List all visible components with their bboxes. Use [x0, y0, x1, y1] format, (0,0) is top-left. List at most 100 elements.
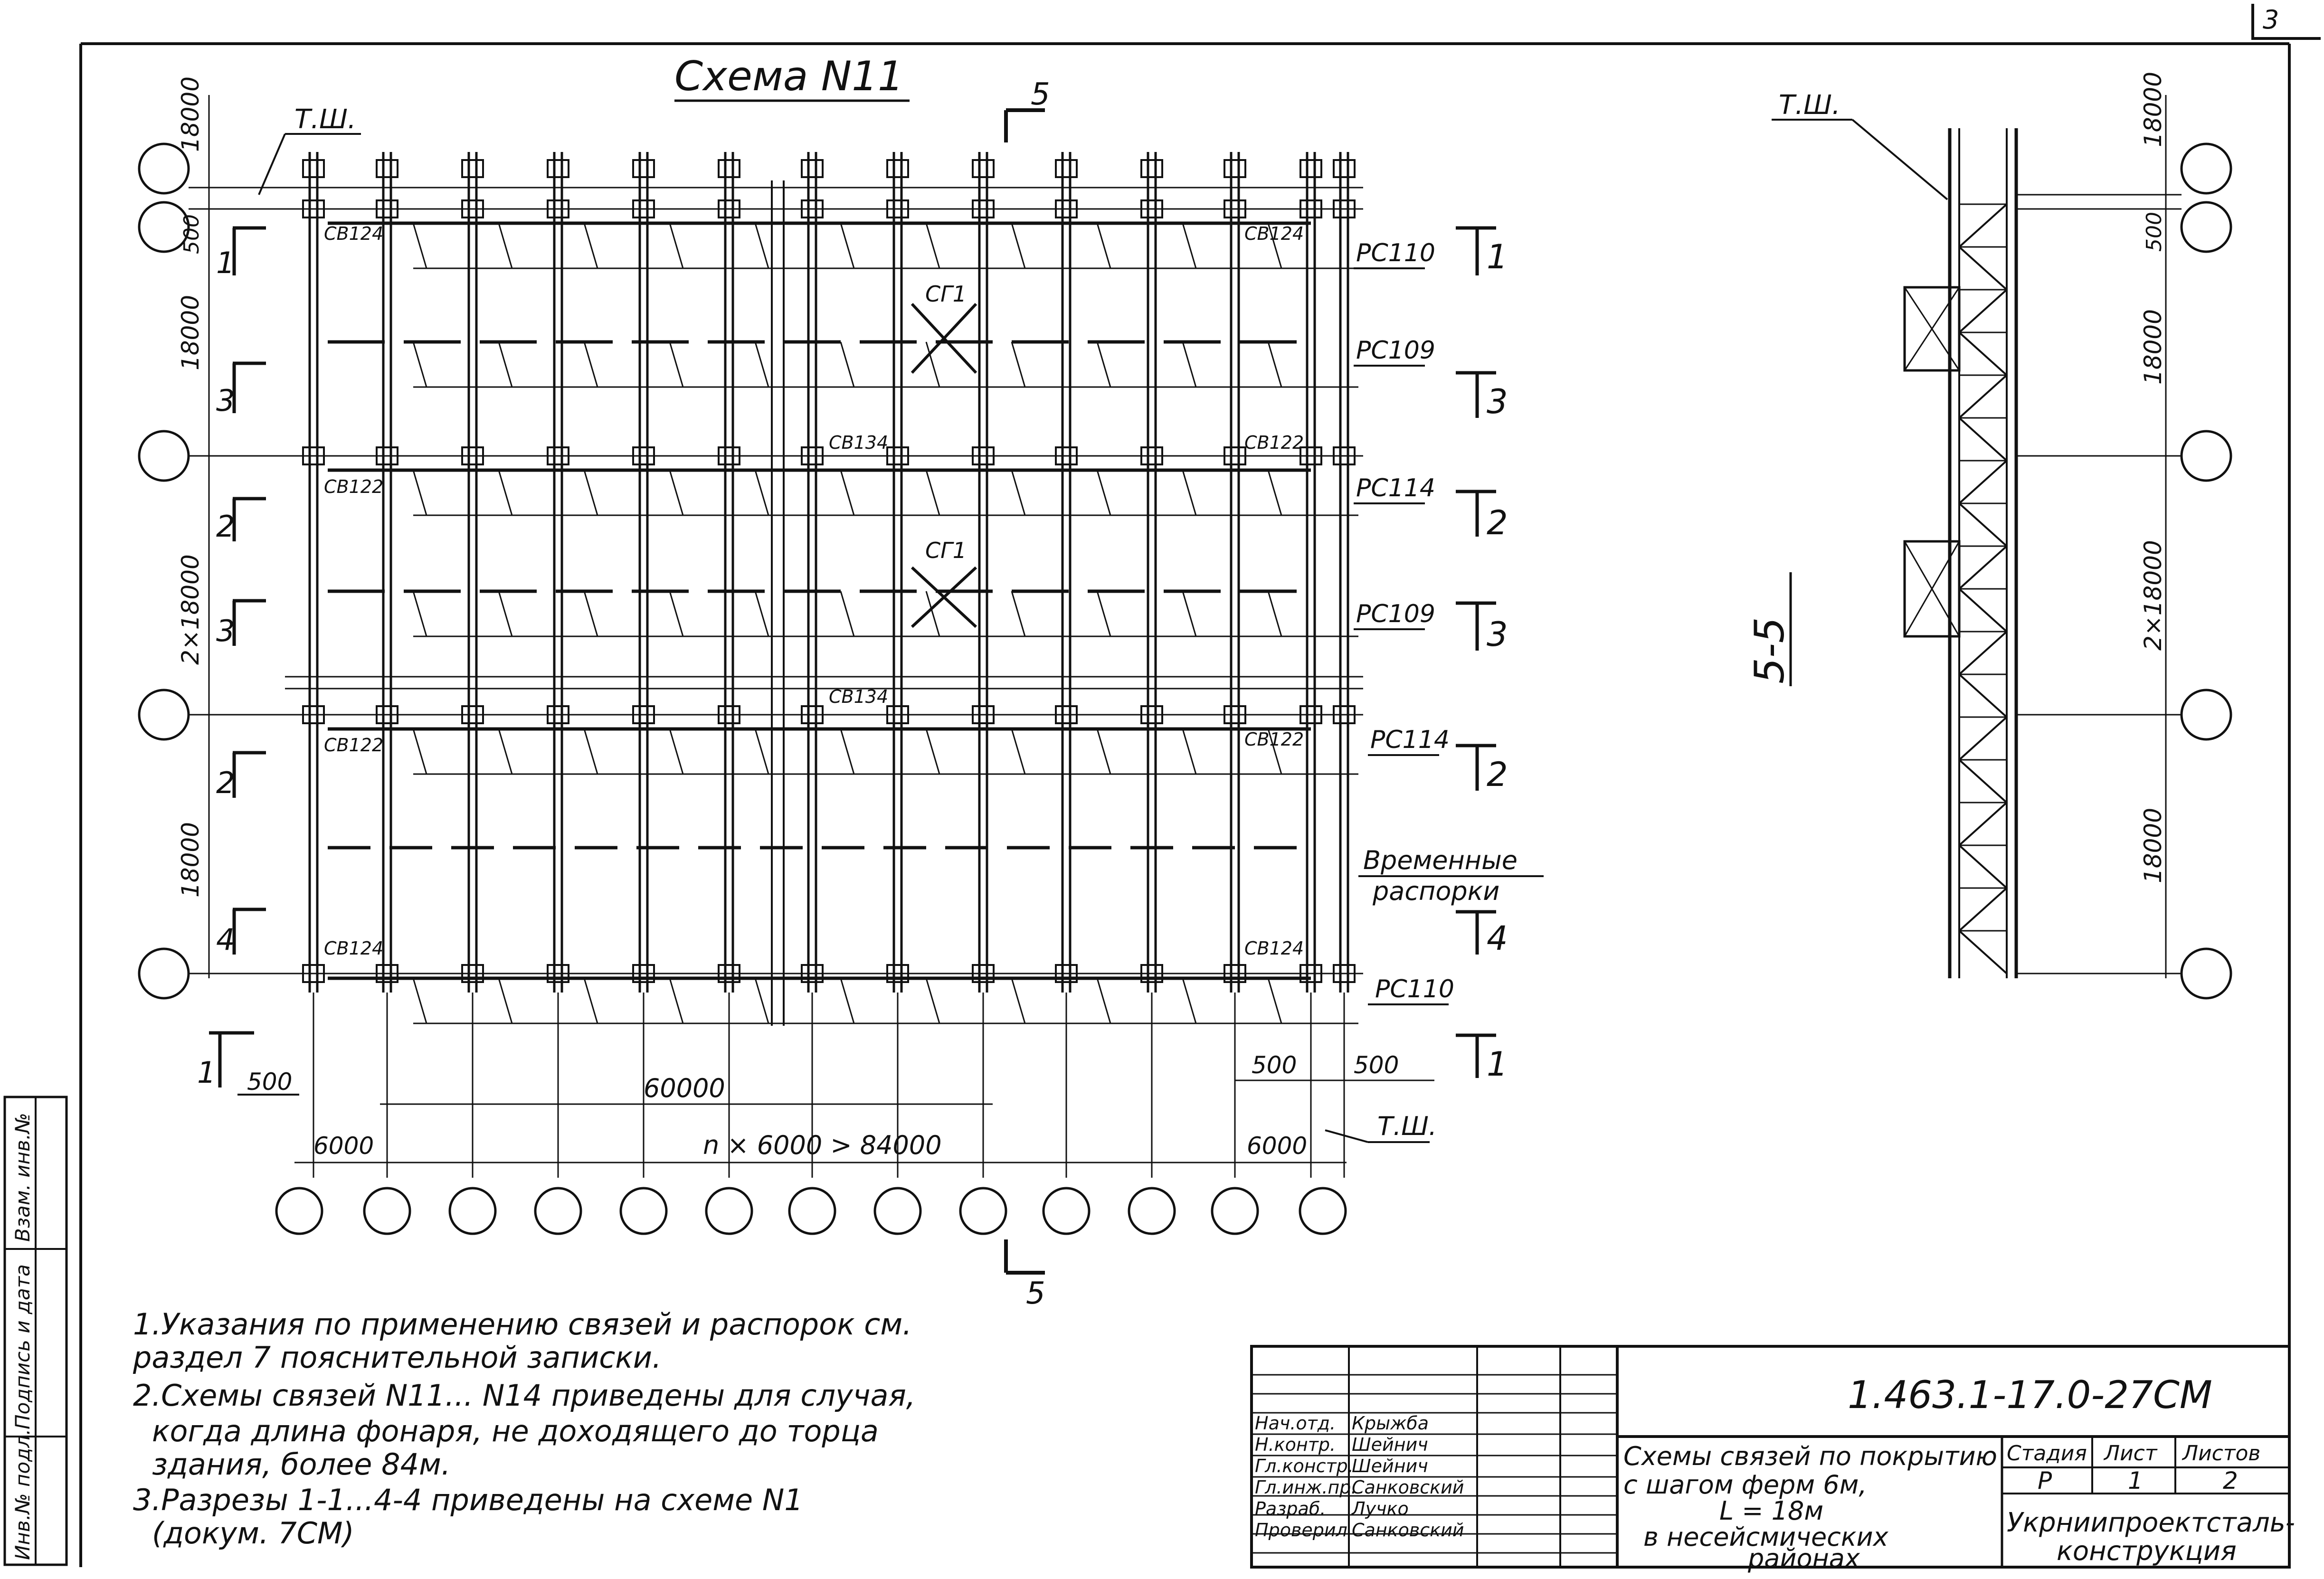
section-marks-right: 1 3 2 3 2 4 1: [1456, 226, 1508, 1084]
cross-brace-1: СГ1: [911, 281, 977, 374]
web-diagonal: [1958, 631, 2008, 675]
description-1: Схемы связей по покрытию: [1623, 1441, 1997, 1471]
section-right-dimensions: 18000 500 18000 2×18000 18000: [2139, 72, 2167, 883]
column-axis-1: [275, 1187, 323, 1235]
sheets-value: 2: [2223, 1467, 2238, 1494]
svg-text:РС110: РС110: [1356, 239, 1435, 267]
truss-8: [886, 152, 909, 1178]
svg-text:2: 2: [1487, 503, 1508, 542]
web-diagonal: [1958, 374, 2008, 419]
role-4: Гл.инж.пр.: [1255, 1477, 1356, 1498]
role-5: Разраб.: [1255, 1498, 1326, 1519]
web-diagonal: [1958, 203, 2008, 248]
web-diagonal: [1958, 545, 2008, 590]
svg-text:3: 3: [216, 383, 235, 418]
role-2: Н.контр.: [1255, 1434, 1336, 1455]
svg-text:5: 5: [1026, 1276, 1045, 1311]
bottom-dimensions: 500 500 500 60000 6000 n × 6000 > 84000 …: [237, 1051, 1437, 1163]
lantern-box-1: [1903, 286, 1961, 372]
svg-text:СВ124: СВ124: [324, 223, 383, 244]
section-truss-web: [1958, 203, 2008, 974]
organization-1: Укрниипроектсталь-: [2007, 1507, 2295, 1538]
svg-text:1: 1: [1487, 237, 1508, 276]
web-diagonal: [1958, 289, 2008, 333]
strut-labels: РС110 РС109 РС114 РС109 РС114 РС110 Врем…: [1354, 239, 1544, 1005]
strut-row-1: [328, 221, 1358, 269]
section-marks-left: 1 3 2 3 2 4 1: [197, 226, 266, 1090]
strut-row-6: [328, 976, 1358, 1024]
organization-2: конструкция: [2057, 1536, 2237, 1567]
left-dimensions: 18000 500 18000 2×18000 18000: [177, 76, 210, 978]
title-block-rows: Нач.отд.Н.контр.Гл.констр.Гл.инж.пр.Разр…: [1252, 1374, 1617, 1554]
name-2: Шейнич: [1352, 1434, 1428, 1455]
truss-11: [1140, 152, 1163, 1178]
svg-text:СВ124: СВ124: [1244, 938, 1304, 959]
note-2a: 2.Схемы связей N11... N14 приведены для …: [133, 1378, 915, 1413]
svg-text:СВ124: СВ124: [324, 938, 383, 959]
truss-2: [376, 152, 398, 1178]
truss-4: [547, 152, 569, 1178]
role-1: Нач.отд.: [1255, 1413, 1336, 1434]
svg-text:СВ122: СВ122: [324, 735, 383, 756]
truss-1: [302, 152, 325, 1178]
column-axis-markers: [275, 1187, 1347, 1235]
web-diagonal: [1958, 844, 2008, 889]
truss-3: [461, 152, 484, 1178]
truss-10: [1055, 152, 1078, 1178]
column-axis-8: [873, 1187, 922, 1235]
note-1a: 1.Указания по применению связей и распор…: [133, 1307, 912, 1342]
svg-text:СВ124: СВ124: [1244, 223, 1304, 244]
svg-text:РС109: РС109: [1356, 600, 1435, 628]
column-axis-6: [705, 1187, 753, 1235]
svg-text:2×18000: 2×18000: [2139, 540, 2167, 651]
stage-header: Стадия: [2007, 1441, 2087, 1466]
sheet-number: 3: [2263, 5, 2279, 35]
truss-14: [1333, 152, 1356, 1178]
dim-left-1: 18000: [177, 76, 204, 152]
column-axis-9: [959, 1187, 1007, 1235]
strut-row-4: [328, 589, 1358, 637]
description-5: районах: [1747, 1543, 1860, 1573]
sheet-header: Лист: [2103, 1441, 2158, 1466]
temporary-struts-line2: распорки: [1372, 876, 1499, 906]
strut-row-5: [328, 727, 1358, 775]
plan-scheme: Схема N11 Т.Ш. 5 5: [138, 53, 1544, 1311]
column-axis-11: [1128, 1187, 1176, 1235]
temporary-struts-line1: Временные: [1363, 845, 1518, 875]
column-axis-10: [1042, 1187, 1091, 1235]
svg-text:1: 1: [1487, 1045, 1508, 1084]
truss-5: [632, 152, 655, 1178]
svg-text:3: 3: [1487, 382, 1508, 421]
svg-text:2: 2: [1487, 755, 1508, 794]
column-axis-2: [363, 1187, 411, 1235]
web-diagonal: [1958, 673, 2008, 718]
note-3a: 3.Разрезы 1-1...4-4 приведены на схеме N…: [133, 1483, 803, 1517]
svg-text:18000: 18000: [2139, 309, 2167, 385]
web-diagonal: [1958, 331, 2008, 376]
svg-text:3: 3: [216, 614, 235, 648]
svg-text:РС110: РС110: [1375, 975, 1454, 1003]
web-diagonal: [1958, 460, 2008, 504]
dim-left-2: 500: [180, 214, 204, 254]
svg-text:РС109: РС109: [1356, 336, 1435, 365]
description-3: L = 18м: [1719, 1496, 1823, 1526]
svg-text:500: 500: [247, 1068, 292, 1096]
svg-text:РС114: РС114: [1370, 726, 1450, 754]
svg-text:Инв.№ подл.: Инв.№ подл.: [11, 1429, 34, 1560]
svg-text:4: 4: [1487, 919, 1508, 958]
column-axis-7: [788, 1187, 836, 1235]
role-3: Гл.констр.: [1255, 1456, 1354, 1476]
note-1b: раздел 7 пояснительной записки.: [133, 1340, 662, 1375]
svg-text:6000: 6000: [1247, 1132, 1307, 1160]
svg-text:СВ134: СВ134: [829, 432, 888, 453]
svg-text:n × 6000 > 84000: n × 6000 > 84000: [703, 1130, 942, 1160]
name-6: Санковский: [1352, 1520, 1464, 1541]
svg-text:РС114: РС114: [1356, 474, 1435, 502]
svg-text:2: 2: [216, 509, 235, 544]
sheet-number-box: 3: [2251, 4, 2321, 40]
sheets-header: Листов: [2182, 1441, 2260, 1466]
svg-text:4: 4: [216, 922, 235, 957]
lantern-box-2: [1903, 540, 1961, 638]
svg-text:5: 5: [1031, 77, 1050, 112]
